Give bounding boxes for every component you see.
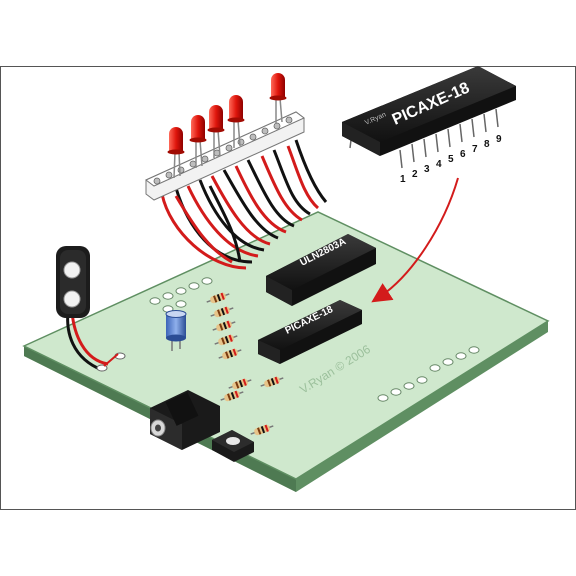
led-4 — [227, 95, 245, 148]
led-1 — [167, 127, 185, 179]
led-wires — [160, 139, 328, 270]
pin-number-9: 9 — [496, 134, 502, 145]
terminal-block — [145, 111, 305, 201]
pin-number-1: 1 — [400, 174, 406, 185]
programming-socket — [150, 390, 220, 450]
reset-switch — [212, 430, 254, 462]
capacitor — [165, 310, 187, 351]
pad-row-left — [149, 277, 213, 313]
pin-number-7: 7 — [472, 144, 478, 155]
pin-number-6: 6 — [460, 149, 466, 160]
pin-number-5: 5 — [448, 154, 454, 165]
pad-row-right — [377, 346, 480, 402]
picaxe-chip-loose: PICAXE-18 V.Ryan 1 2 3 4 5 6 7 8 9 — [342, 66, 516, 185]
led-group — [167, 73, 287, 179]
led-5 — [269, 73, 287, 124]
pin-number-3: 3 — [424, 164, 430, 175]
pin-number-labels: 1 2 3 4 5 6 7 8 9 — [400, 134, 502, 185]
insertion-arrow — [371, 177, 459, 303]
pin-number-8: 8 — [484, 139, 490, 150]
resistor-group — [206, 292, 284, 436]
led-2 — [189, 115, 207, 168]
pin-number-4: 4 — [436, 159, 442, 170]
pin-number-2: 2 — [412, 169, 418, 180]
led-3 — [207, 105, 225, 158]
battery-clip — [56, 246, 126, 372]
